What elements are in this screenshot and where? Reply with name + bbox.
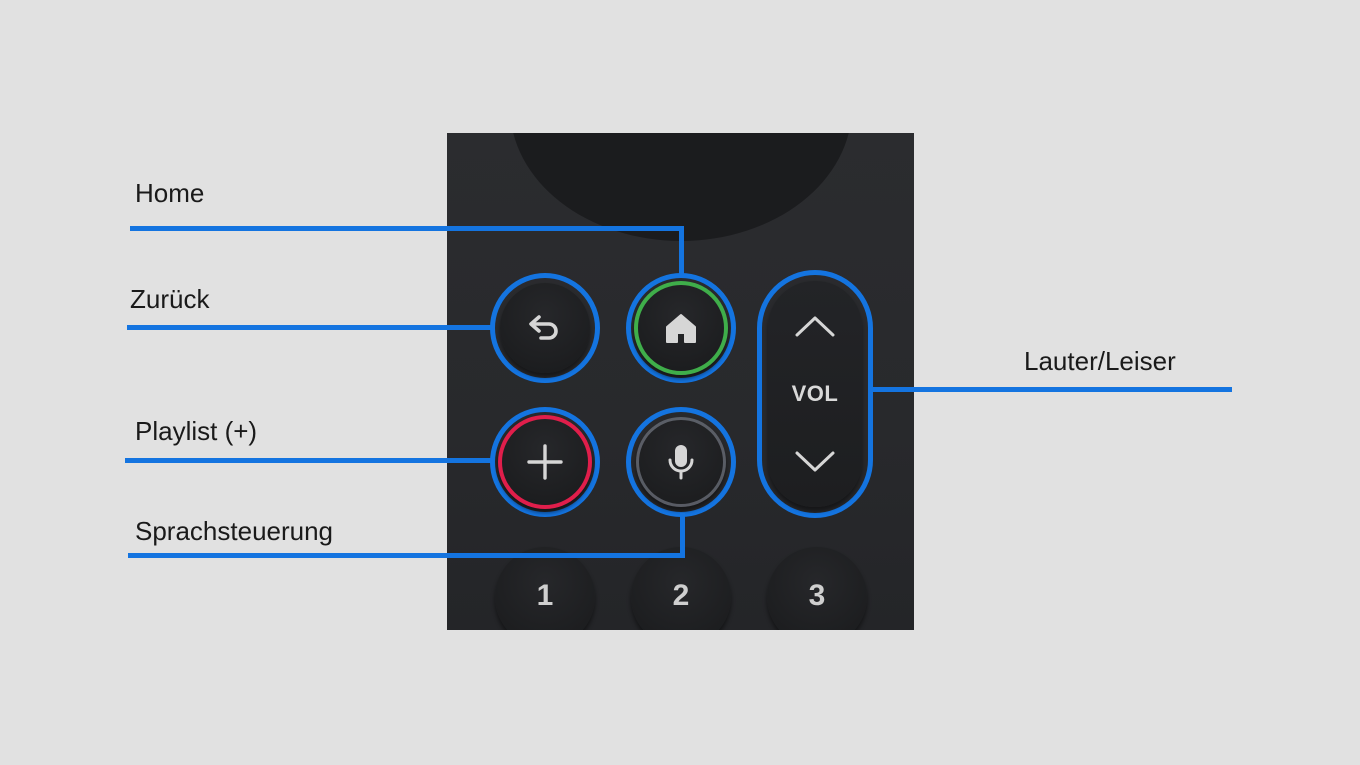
back-label: Zurück — [130, 284, 210, 314]
volume-rocker-highlight — [757, 270, 873, 518]
number-key-1-label: 1 — [536, 579, 554, 612]
number-key-3-label: 3 — [808, 579, 826, 612]
voice-label: Sprachsteuerung — [135, 516, 334, 546]
home-callout-line — [130, 226, 684, 231]
navigation-pad[interactable] — [510, 133, 852, 241]
voice-callout-line — [128, 553, 685, 558]
back-callout-line — [127, 325, 494, 330]
back-arrow-icon — [529, 315, 558, 340]
number-key-3[interactable]: 3 — [767, 547, 867, 630]
number-key-1[interactable]: 1 — [495, 547, 595, 630]
number-key-2[interactable]: 2 — [631, 547, 731, 630]
playlist-label: Playlist (+) — [135, 416, 258, 446]
home-callout-line-vertical — [679, 226, 684, 276]
home-label: Home — [135, 178, 205, 208]
home-button[interactable] — [634, 281, 728, 375]
playlist-button[interactable] — [498, 415, 592, 509]
volume-label: VOL — [791, 381, 839, 406]
chevron-down-icon[interactable] — [793, 449, 837, 475]
back-button[interactable] — [500, 283, 590, 373]
volume-label-callout: Lauter/Leiser — [1024, 346, 1176, 376]
playlist-callout-line — [125, 458, 494, 463]
home-icon — [666, 314, 696, 343]
voice-button[interactable] — [636, 417, 726, 507]
plus-icon — [527, 444, 563, 480]
chevron-up-icon[interactable] — [793, 313, 837, 339]
microphone-icon — [668, 445, 694, 480]
number-key-2-label: 2 — [672, 579, 690, 612]
volume-rocker[interactable]: VOL — [768, 281, 862, 507]
voice-callout-line-vertical — [680, 513, 685, 558]
volume-callout-line — [870, 387, 1232, 392]
